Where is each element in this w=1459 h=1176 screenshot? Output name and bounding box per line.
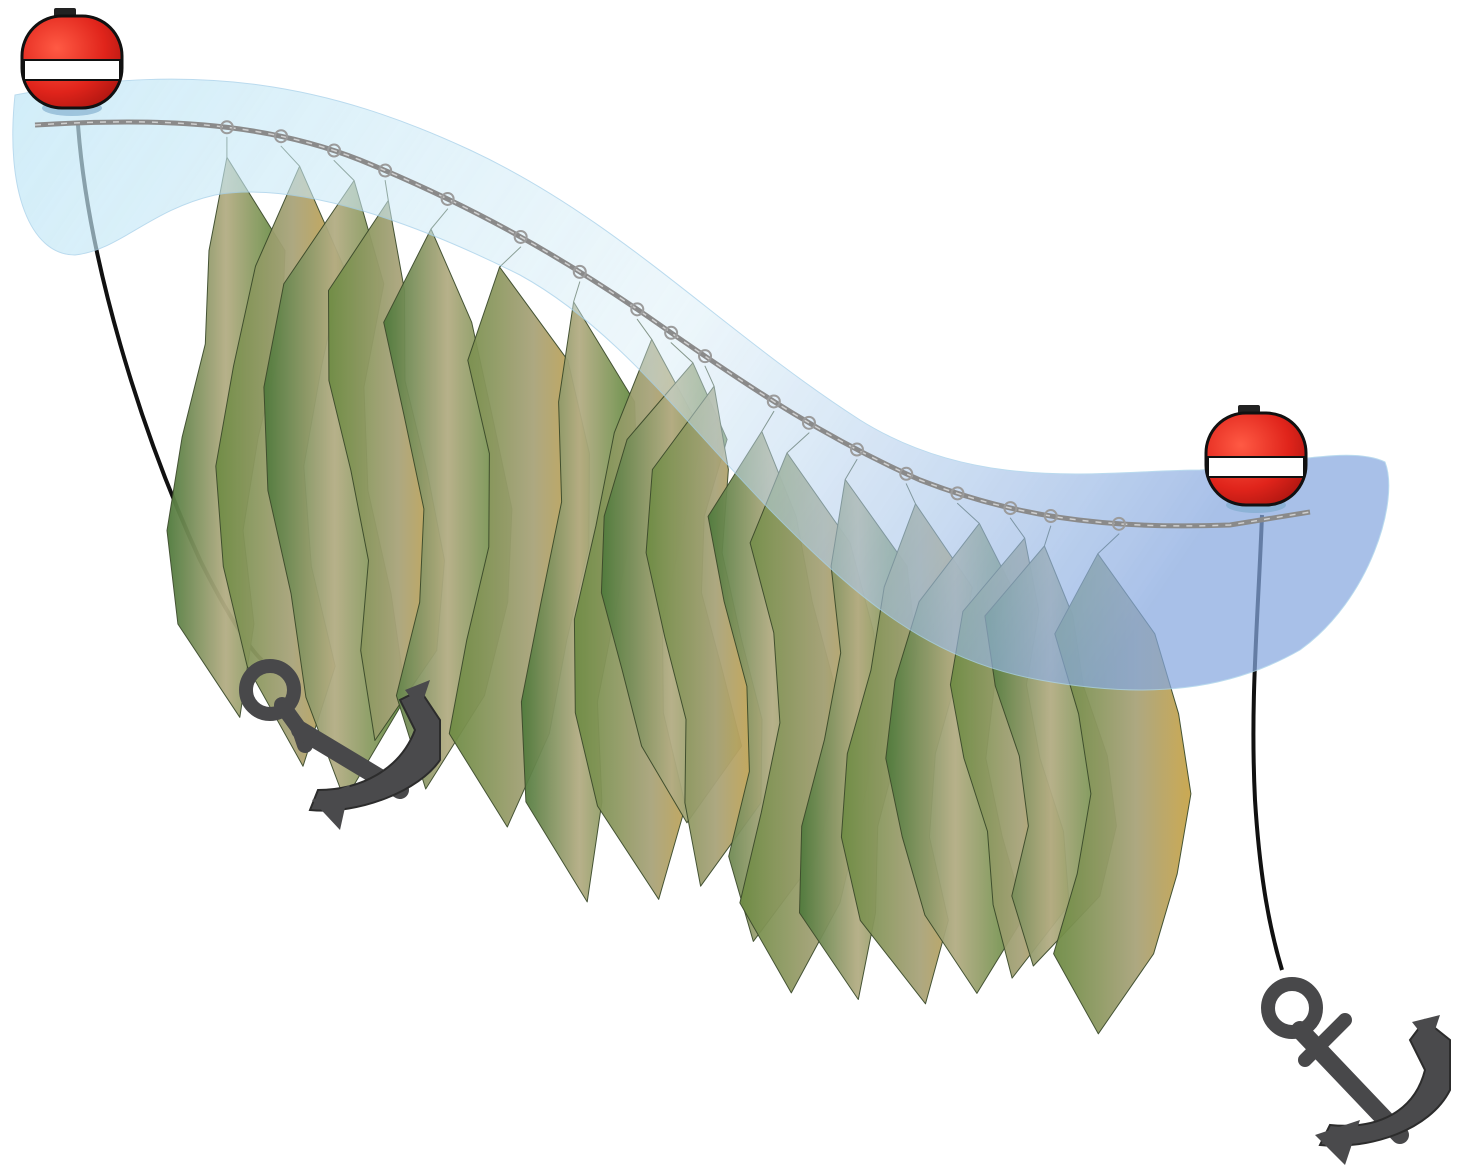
buoy-right (1206, 405, 1306, 513)
buoy-left (22, 8, 122, 116)
anchor-right (1268, 984, 1450, 1165)
